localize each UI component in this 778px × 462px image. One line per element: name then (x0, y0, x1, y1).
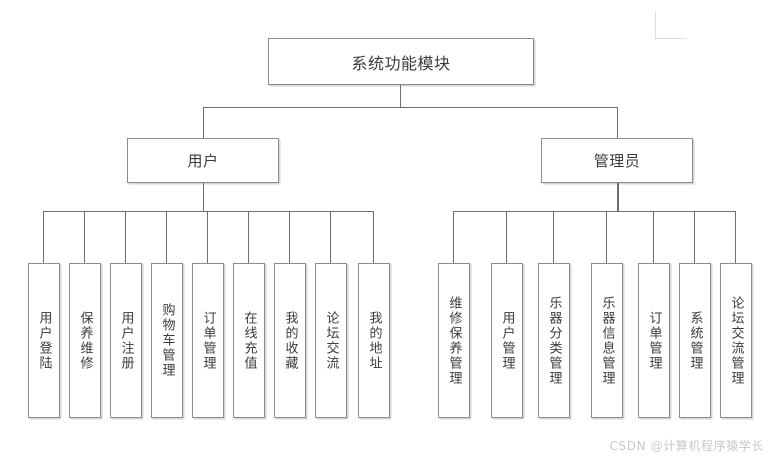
node-leaf-admin-3[interactable]: 乐器信息管理 (591, 263, 623, 418)
node-branch-admin[interactable]: 管理员 (541, 138, 693, 183)
connector-root-to-user (203, 107, 204, 138)
node-leaf-user-7[interactable]: 论坛交流 (315, 263, 347, 418)
connector-root-stem (400, 85, 401, 107)
connector-user-stem (203, 183, 204, 211)
connector-root-to-admin (617, 107, 618, 138)
node-leaf-user-1[interactable]: 保养维修 (69, 263, 101, 418)
connector-admin-leaf-1 (506, 211, 507, 263)
node-leaf-admin-3-label: 乐器信息管理 (599, 295, 615, 386)
connector-admin-leaf-6 (735, 211, 736, 263)
node-leaf-admin-6[interactable]: 论坛交流管理 (720, 263, 752, 418)
node-leaf-user-1-label: 保养维修 (77, 310, 93, 371)
node-leaf-user-4[interactable]: 订单管理 (192, 263, 224, 418)
node-leaf-admin-1[interactable]: 用户管理 (491, 263, 523, 418)
node-leaf-admin-0-label: 维修保养管理 (446, 295, 462, 386)
node-leaf-user-2-label: 用户注册 (118, 310, 134, 371)
node-leaf-admin-5-label: 系统管理 (687, 310, 703, 371)
node-branch-admin-label: 管理员 (593, 152, 641, 170)
node-leaf-admin-4-label: 订单管理 (646, 310, 662, 371)
connector-user-leaf-0 (43, 211, 44, 263)
connector-admin-leaf-3 (606, 211, 607, 263)
node-leaf-admin-5[interactable]: 系统管理 (679, 263, 711, 418)
connector-root-bus (203, 107, 618, 108)
connector-user-leaf-1 (84, 211, 85, 263)
node-leaf-admin-4[interactable]: 订单管理 (638, 263, 670, 418)
connector-user-leaf-2 (125, 211, 126, 263)
node-leaf-user-0[interactable]: 用户登陆 (28, 263, 60, 418)
connector-user-leaf-7 (330, 211, 331, 263)
node-leaf-user-8-label: 我的地址 (366, 310, 382, 371)
node-leaf-user-5-label: 在线充值 (241, 310, 257, 371)
node-branch-user[interactable]: 用户 (127, 138, 279, 183)
connector-admin-leaf-2 (553, 211, 554, 263)
connector-admin-stem (617, 183, 619, 211)
node-root[interactable]: 系统功能模块 (268, 38, 534, 85)
node-leaf-admin-1-label: 用户管理 (499, 310, 515, 371)
node-leaf-user-7-label: 论坛交流 (323, 310, 339, 371)
connector-admin-bus (453, 211, 735, 212)
node-leaf-user-0-label: 用户登陆 (36, 310, 52, 371)
node-leaf-user-2[interactable]: 用户注册 (110, 263, 142, 418)
connector-user-leaf-5 (248, 211, 249, 263)
node-branch-user-label: 用户 (187, 152, 219, 170)
node-leaf-user-8[interactable]: 我的地址 (358, 263, 390, 418)
node-leaf-user-3-label: 购物车管理 (159, 303, 175, 378)
connector-user-leaf-4 (207, 211, 208, 263)
connector-user-bus (43, 211, 373, 212)
node-leaf-user-6-label: 我的收藏 (282, 310, 298, 371)
node-leaf-admin-2[interactable]: 乐器分类管理 (538, 263, 570, 418)
node-root-label: 系统功能模块 (351, 53, 451, 73)
connector-user-leaf-6 (289, 211, 290, 263)
connector-user-leaf-3 (166, 211, 167, 263)
csdn-watermark: CSDN @计算机程序猿学长 (609, 439, 764, 453)
node-leaf-user-3[interactable]: 购物车管理 (151, 263, 183, 418)
corner-bracket-mark (655, 11, 686, 39)
node-leaf-admin-2-label: 乐器分类管理 (546, 295, 562, 386)
connector-user-leaf-8 (373, 211, 374, 263)
node-leaf-user-6[interactable]: 我的收藏 (274, 263, 306, 418)
node-leaf-admin-6-label: 论坛交流管理 (728, 295, 744, 386)
node-leaf-user-4-label: 订单管理 (200, 310, 216, 371)
node-leaf-user-5[interactable]: 在线充值 (233, 263, 265, 418)
node-leaf-admin-0[interactable]: 维修保养管理 (438, 263, 470, 418)
connector-admin-leaf-0 (453, 211, 454, 263)
connector-admin-leaf-4 (653, 211, 654, 263)
connector-admin-leaf-5 (694, 211, 695, 263)
